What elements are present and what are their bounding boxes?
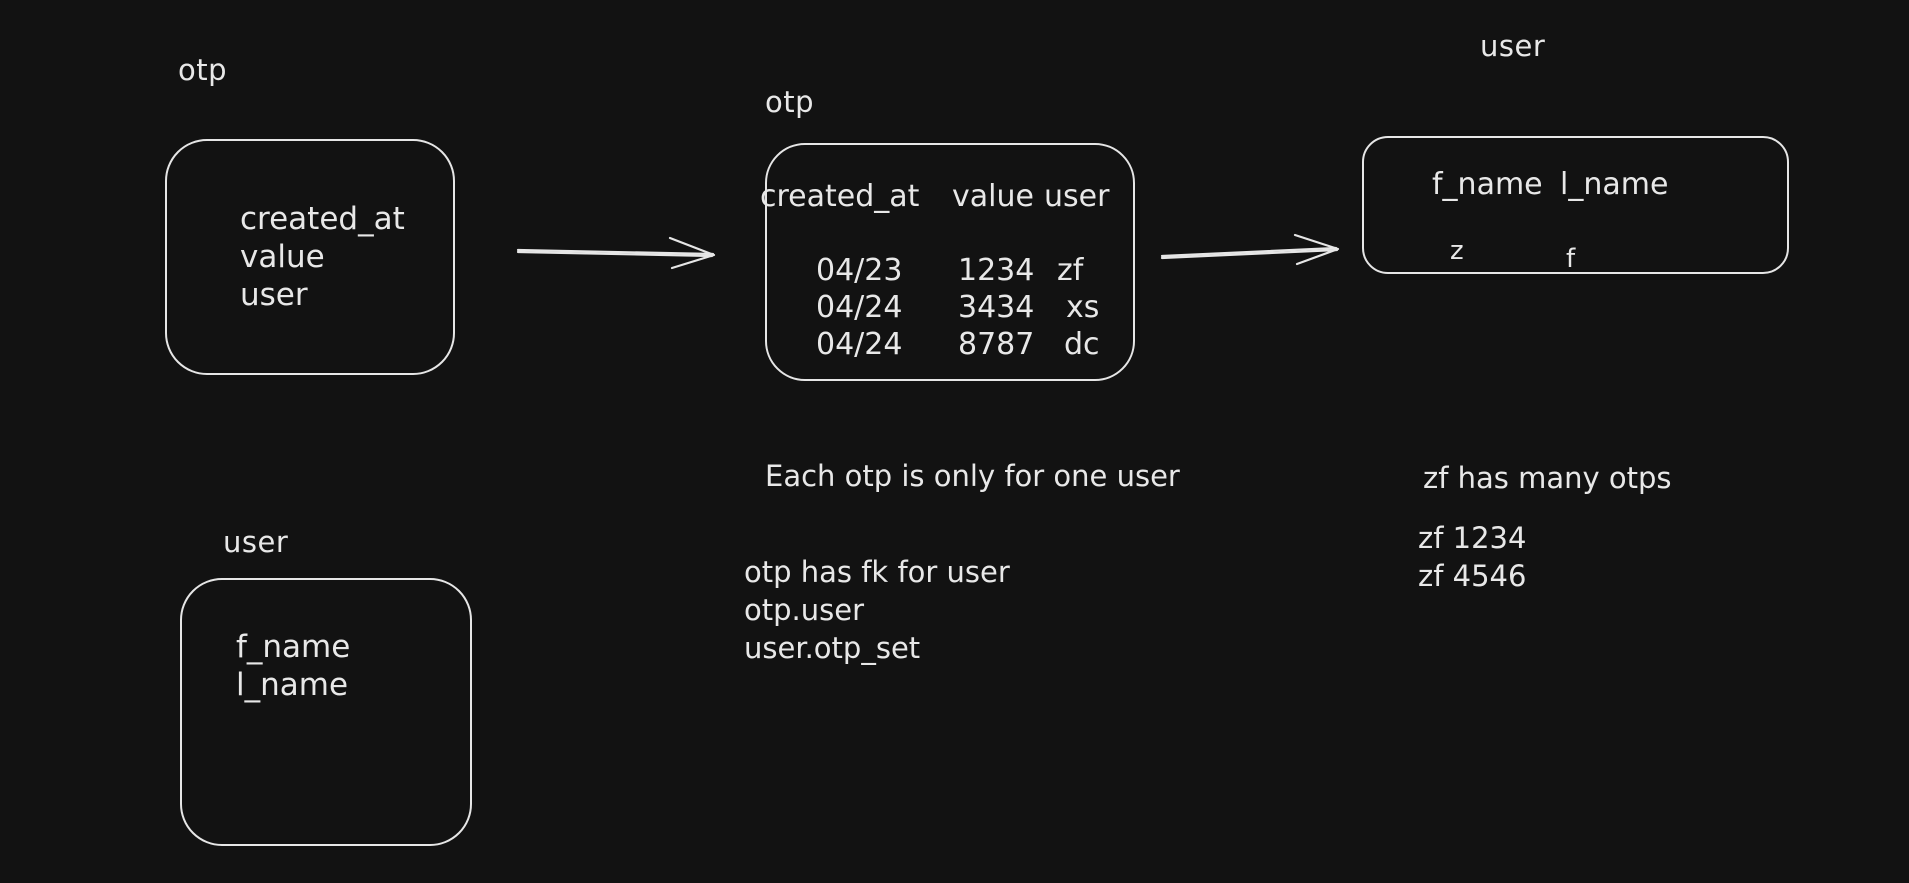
table-row: 04/24 [816,290,903,325]
table-row: dc [1064,327,1100,362]
table-row: 1234 [958,253,1035,288]
table-row: f [1566,244,1576,274]
note-many-title: zf has many otps [1423,461,1672,495]
user-table-header-f-name: f_name [1432,167,1543,202]
otp-schema-field: value [240,239,325,275]
otp-schema-title: otp [178,53,228,87]
table-row: 8787 [958,327,1035,362]
note-fk-line: user.otp_set [744,631,921,665]
user-schema-title: user [223,525,289,559]
note-many-line: zf 1234 [1418,521,1527,555]
otp-table-title: otp [765,85,815,119]
arrow-schema-to-table-icon [516,236,716,270]
otp-schema-field: created_at [240,201,405,237]
otp-table-header-value: value [952,179,1034,214]
user-table-header-l-name: l_name [1560,167,1669,202]
otp-schema-box [165,139,455,375]
note-each-otp: Each otp is only for one user [765,459,1180,493]
user-table-box [1362,136,1789,274]
user-schema-box [180,578,472,846]
table-row: 04/23 [816,253,903,288]
otp-table-box [765,143,1135,381]
user-table-title: user [1480,29,1546,63]
note-fk-line: otp has fk for user [744,555,1010,589]
note-fk-line: otp.user [744,593,864,627]
table-row: 3434 [958,290,1035,325]
arrow-table-to-user-icon [1160,233,1340,266]
table-row: z [1450,236,1464,266]
otp-table-header-user: user [1044,179,1110,214]
table-row: xs [1066,290,1100,325]
table-row: zf [1057,253,1084,288]
table-row: 04/24 [816,327,903,362]
otp-schema-field: user [240,277,308,313]
note-many-line: zf 4546 [1418,559,1527,593]
user-schema-field: f_name [236,629,351,665]
user-schema-field: l_name [236,667,349,703]
otp-table-header-created-at: created_at [760,179,920,214]
